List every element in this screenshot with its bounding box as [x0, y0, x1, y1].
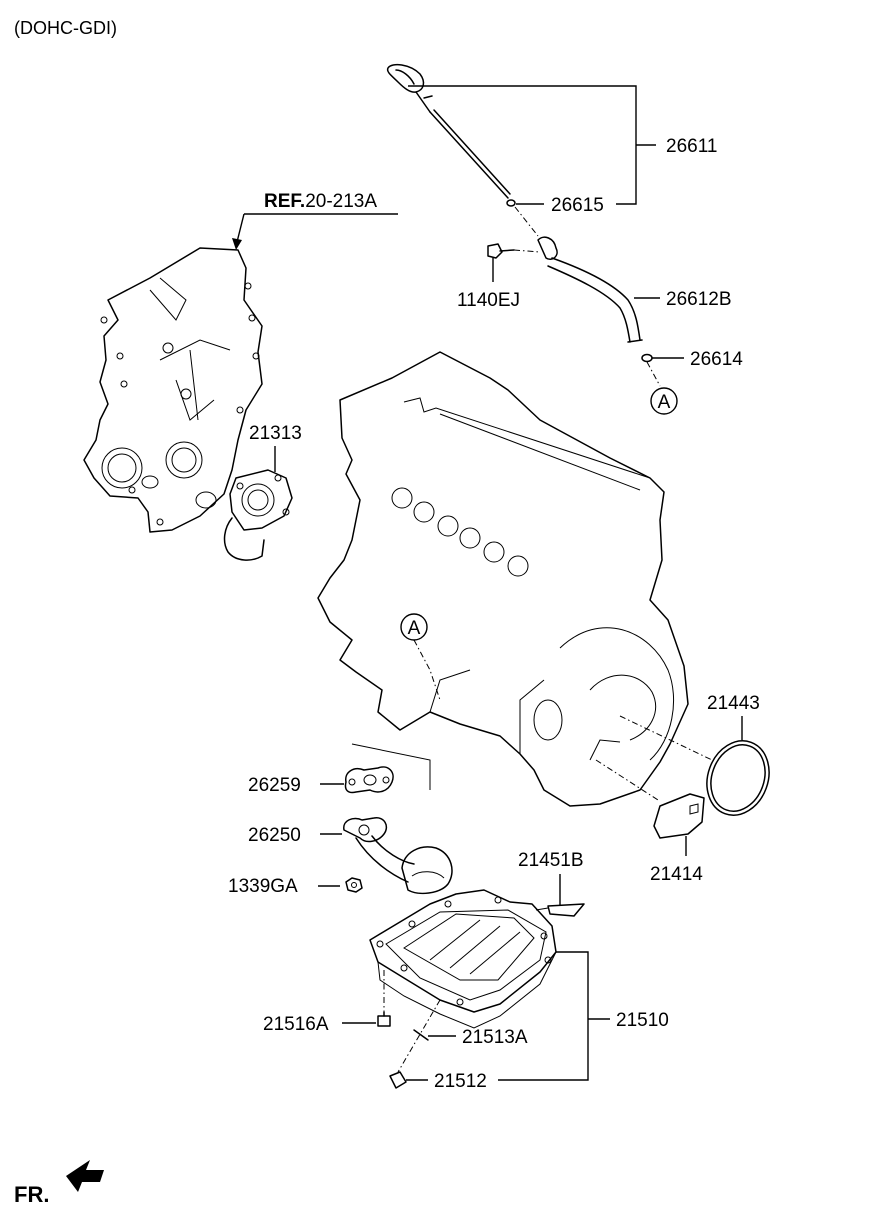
front-direction-label: FR. — [14, 1182, 49, 1207]
ref-number: 20-213A — [305, 191, 377, 212]
gasket-21513A-drawing[interactable] — [413, 1029, 429, 1041]
part-number-21512[interactable]: 21512 — [434, 1071, 487, 1092]
ref-label[interactable]: REF.20-213A — [264, 191, 377, 212]
o-ring-26614-drawing[interactable] — [641, 353, 653, 363]
callout-a-circle-top — [650, 387, 678, 415]
oil-seal-21443-drawing[interactable] — [697, 732, 779, 824]
callout-a-mid: A — [408, 618, 421, 639]
ref-arrowhead — [232, 238, 242, 250]
cover-21414-drawing[interactable] — [653, 793, 705, 839]
timing-chain-cover-drawing — [83, 247, 263, 533]
nut-1339GA-drawing[interactable] — [345, 877, 363, 893]
part-number-26259[interactable]: 26259 — [248, 775, 301, 796]
part-number-21516A[interactable]: 21516A — [263, 1014, 329, 1035]
guide-bolt-drawing[interactable] — [487, 243, 541, 259]
oil-pump-21313-drawing[interactable] — [223, 469, 293, 561]
part-number-26612B[interactable]: 26612B — [666, 289, 732, 310]
callout-a-top: A — [658, 392, 671, 413]
oil-level-gauge-drawing[interactable] — [386, 63, 539, 237]
ref-prefix: REF. — [264, 191, 305, 212]
part-number-21513A[interactable]: 21513A — [462, 1027, 528, 1048]
oil-pan-drawing[interactable] — [369, 889, 557, 1029]
engine-block-drawing — [317, 351, 689, 807]
part-number-1140EJ[interactable]: 1140EJ — [457, 290, 520, 311]
engine-variant-label: (DOHC-GDI) — [14, 18, 117, 38]
bracket-21510 — [498, 951, 589, 1081]
gasket-26259-drawing[interactable] — [344, 766, 394, 794]
oil-level-gauge-guide-drawing[interactable] — [537, 236, 643, 343]
part-number-21313[interactable]: 21313 — [249, 423, 302, 444]
part-number-26250[interactable]: 26250 — [248, 825, 301, 846]
bracket-26611 — [408, 85, 637, 205]
part-number-26614[interactable]: 26614 — [690, 349, 743, 370]
oil-level-sensor-21451B-drawing[interactable] — [535, 903, 585, 917]
part-number-21451B[interactable]: 21451B — [518, 850, 584, 871]
drain-plug-21512-drawing[interactable] — [389, 1071, 407, 1089]
part-number-21414[interactable]: 21414 — [650, 864, 703, 885]
part-number-26611[interactable]: 26611 — [666, 136, 717, 157]
part-number-26615[interactable]: 26615 — [551, 195, 604, 216]
part-number-21510[interactable]: 21510 — [616, 1010, 669, 1031]
part-number-21443[interactable]: 21443 — [707, 693, 760, 714]
bolt-21516A-drawing[interactable] — [377, 970, 391, 1027]
oil-strainer-26250-drawing[interactable] — [343, 817, 453, 895]
front-arrow-icon — [66, 1160, 104, 1192]
part-number-1339GA[interactable]: 1339GA — [228, 876, 298, 897]
